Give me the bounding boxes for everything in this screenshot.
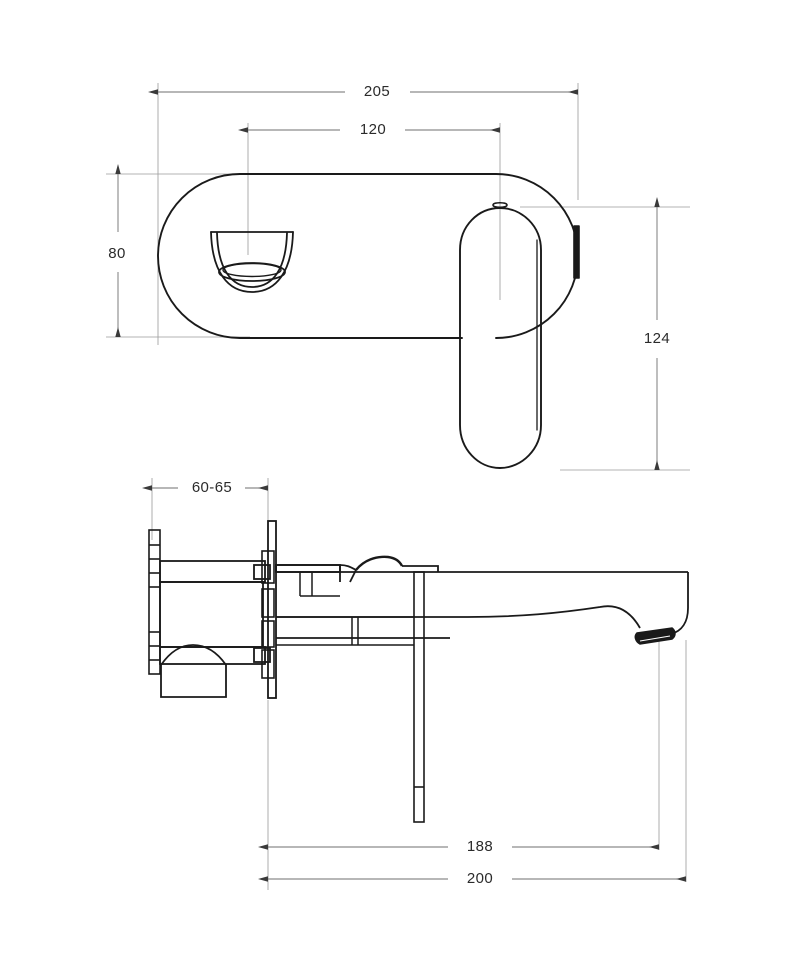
valve-bottom-collar (159, 646, 266, 665)
escutcheon-plate-side (267, 520, 277, 699)
dimension-label-188: 188 (467, 838, 493, 855)
handle-hub (275, 564, 341, 573)
dimension-label-124: 124 (644, 330, 670, 347)
lever-handle-front (459, 202, 542, 469)
dimension-label-205: 205 (364, 83, 390, 100)
section-detail-lines (299, 572, 359, 645)
plate-edge-tab (573, 225, 580, 279)
lever-handle-side (275, 555, 439, 583)
dimension-lines (115, 89, 686, 882)
lever-handle-outline (459, 207, 542, 469)
outlet-aerator-inner-ellipse (222, 262, 282, 278)
outlet-bowl-outer (210, 231, 294, 293)
wall-flange-strip (148, 529, 161, 675)
lever-handle-cap-nub (492, 202, 508, 208)
handle-lever-top (402, 565, 439, 572)
handle-lever-curve-b (355, 555, 404, 571)
lever-rod (276, 571, 425, 823)
spout-underside-taper (467, 605, 641, 629)
handle-lever-curve-a (339, 564, 357, 571)
dimension-label-80: 80 (108, 245, 126, 262)
extension-lines (106, 83, 690, 890)
lever-rod-vertical (413, 571, 425, 823)
wall-flange-body (148, 529, 161, 675)
dimension-label-120: 120 (360, 121, 386, 138)
valve-main-block (159, 581, 264, 648)
spout-tip-right-edge (670, 572, 689, 635)
lower-outlet-dome (160, 644, 227, 698)
dimension-label-60-65: 60-65 (192, 479, 232, 496)
outlet-bowl-inner (216, 232, 288, 288)
handle-lever-stem (349, 569, 357, 583)
escutcheon-plate-left-outline (157, 173, 463, 339)
spout-outlet-detail (210, 231, 294, 293)
side-section-view (148, 520, 689, 823)
front-elevation-view (157, 173, 580, 469)
lower-outlet-block (160, 644, 227, 698)
spout-body (276, 571, 689, 639)
spout-aerator-detail (634, 627, 676, 645)
dimension-label-200: 200 (467, 870, 493, 887)
handle-base-top (275, 564, 340, 572)
valve-top-collar (159, 560, 266, 583)
valve-body (159, 560, 271, 665)
aerator-slot (639, 635, 671, 642)
